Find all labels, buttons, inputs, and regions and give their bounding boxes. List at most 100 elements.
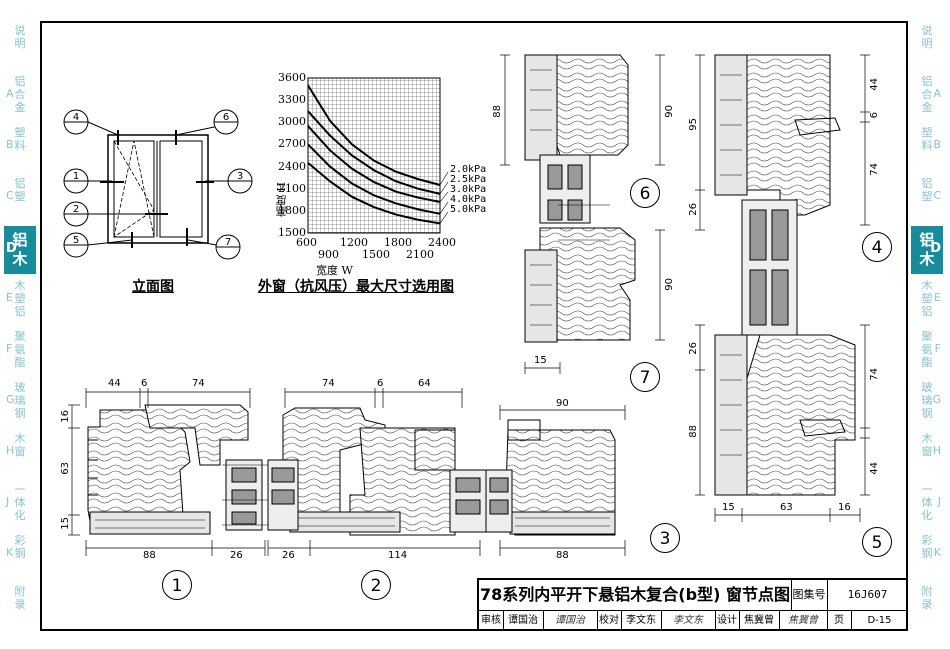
reviewer-name: 谭国治 <box>503 610 544 631</box>
dim-d3-bottom-1: 88 <box>556 550 569 561</box>
page-label: 页 <box>827 610 852 631</box>
sidebar-right-tab-x11[interactable]: 附录 <box>911 583 943 631</box>
y-tick-label: 3300 <box>278 93 306 107</box>
dim-d4-right-2: 6 <box>869 112 880 119</box>
series-label-1: 2.5kPa <box>450 174 487 185</box>
sidebar-tab-label: 木塑铝 <box>921 279 933 318</box>
sidebar-tab-code: G <box>932 393 941 406</box>
dim-d6-left: 88 <box>492 105 503 118</box>
x-tick-label: 1500 <box>362 248 390 261</box>
dim-d3-top-1: 90 <box>556 398 569 409</box>
sidebar-tab-code: F <box>934 342 941 355</box>
sidebar-tab-code: G <box>6 393 15 406</box>
detail-7-number: 7 <box>630 362 660 392</box>
sidebar-tab-label: 彩钢 <box>921 534 933 560</box>
sidebar-tab-code: C <box>6 189 14 202</box>
sidebar-tab-label: 塑料 <box>14 126 26 152</box>
sidebar-right-tab-x0[interactable]: 说明 <box>911 22 943 70</box>
series-leader-3 <box>439 201 449 214</box>
detail-2-number: 2 <box>361 570 391 600</box>
sidebar-tab-label: 说明 <box>921 24 933 50</box>
dim-d4-left-1: 95 <box>688 118 699 131</box>
sidebar-tab-label: 木塑铝 <box>14 279 26 318</box>
y-tick-label: 2400 <box>278 159 306 173</box>
detail-4-number: 4 <box>862 232 892 262</box>
dim-d1-bottom-1: 88 <box>143 550 156 561</box>
sidebar-tab-label: 铝合金 <box>921 75 933 114</box>
callout-number: 3 <box>237 171 243 182</box>
reviewer-signature: 谭国治 <box>543 610 598 631</box>
design-label: 设计 <box>715 610 740 631</box>
sidebar-tab-label: 铝塑 <box>14 177 26 203</box>
sidebar-tab-label: 聚氨酯 <box>921 330 933 369</box>
x-tick-label: 900 <box>318 248 339 261</box>
sidebar-tab-label: 铝木 <box>919 231 935 268</box>
sidebar-tab-label: 说明 <box>14 24 26 50</box>
detail-1-section <box>87 404 268 535</box>
x-axis-label: 宽度 W <box>316 264 353 277</box>
y-tick-label: 3600 <box>278 71 306 84</box>
dim-d2-bottom-2: 114 <box>388 550 408 561</box>
page-number: D-15 <box>867 615 892 626</box>
dim-d5-right-1: 74 <box>869 368 880 381</box>
dim-d5-left-1: 26 <box>688 342 699 355</box>
callout-number: 2 <box>73 204 79 215</box>
detail-4-5-section <box>714 54 856 496</box>
sidebar-tab-label: 铝合金 <box>14 75 26 114</box>
dim-d5-bottom-1: 15 <box>722 502 735 513</box>
sidebar-left-tab-x0[interactable]: 说明 <box>4 22 36 70</box>
sidebar-tab-code: A <box>6 87 14 100</box>
dim-d7-bottom: 15 <box>534 355 547 366</box>
y-tick-label: 1500 <box>278 226 306 239</box>
checker-signature: 李文东 <box>661 610 716 631</box>
y-tick-label: 3000 <box>278 115 306 129</box>
dim-d2-bottom-1: 26 <box>282 550 295 561</box>
dim-d6-right: 90 <box>664 105 675 118</box>
elevation-drawing <box>87 121 239 248</box>
sidebar-tab-code: K <box>6 546 14 559</box>
atlas-label: 图集号 <box>791 580 828 611</box>
sidebar-tab-label: 木窗 <box>14 432 26 458</box>
y-tick-label: 2700 <box>278 137 306 151</box>
callout-number: 7 <box>225 237 231 248</box>
detail-1-number: 1 <box>162 570 192 600</box>
series-label-2: 3.0kPa <box>450 184 487 195</box>
callout-number: 5 <box>73 235 79 246</box>
x-tick-label: 2400 <box>428 236 456 249</box>
sidebar-tab-label: 附录 <box>921 585 933 611</box>
y-tick-label: 2100 <box>278 181 306 195</box>
sidebar-left-tab-x11[interactable]: 附录 <box>4 583 36 631</box>
sidebar-tab-label: 聚氨酯 <box>14 330 26 369</box>
detail-6-7-section <box>524 54 636 343</box>
series-label-0: 2.0kPa <box>450 164 487 175</box>
callout-number: 4 <box>73 112 79 123</box>
dim-d5-bottom-2: 63 <box>780 502 793 513</box>
x-tick-label: 1800 <box>384 236 412 249</box>
checker-name: 李文东 <box>621 610 662 631</box>
atlas-number: 16J607 <box>827 580 908 611</box>
drawing-frame <box>40 21 908 631</box>
sidebar-tab-code: D <box>6 241 17 256</box>
